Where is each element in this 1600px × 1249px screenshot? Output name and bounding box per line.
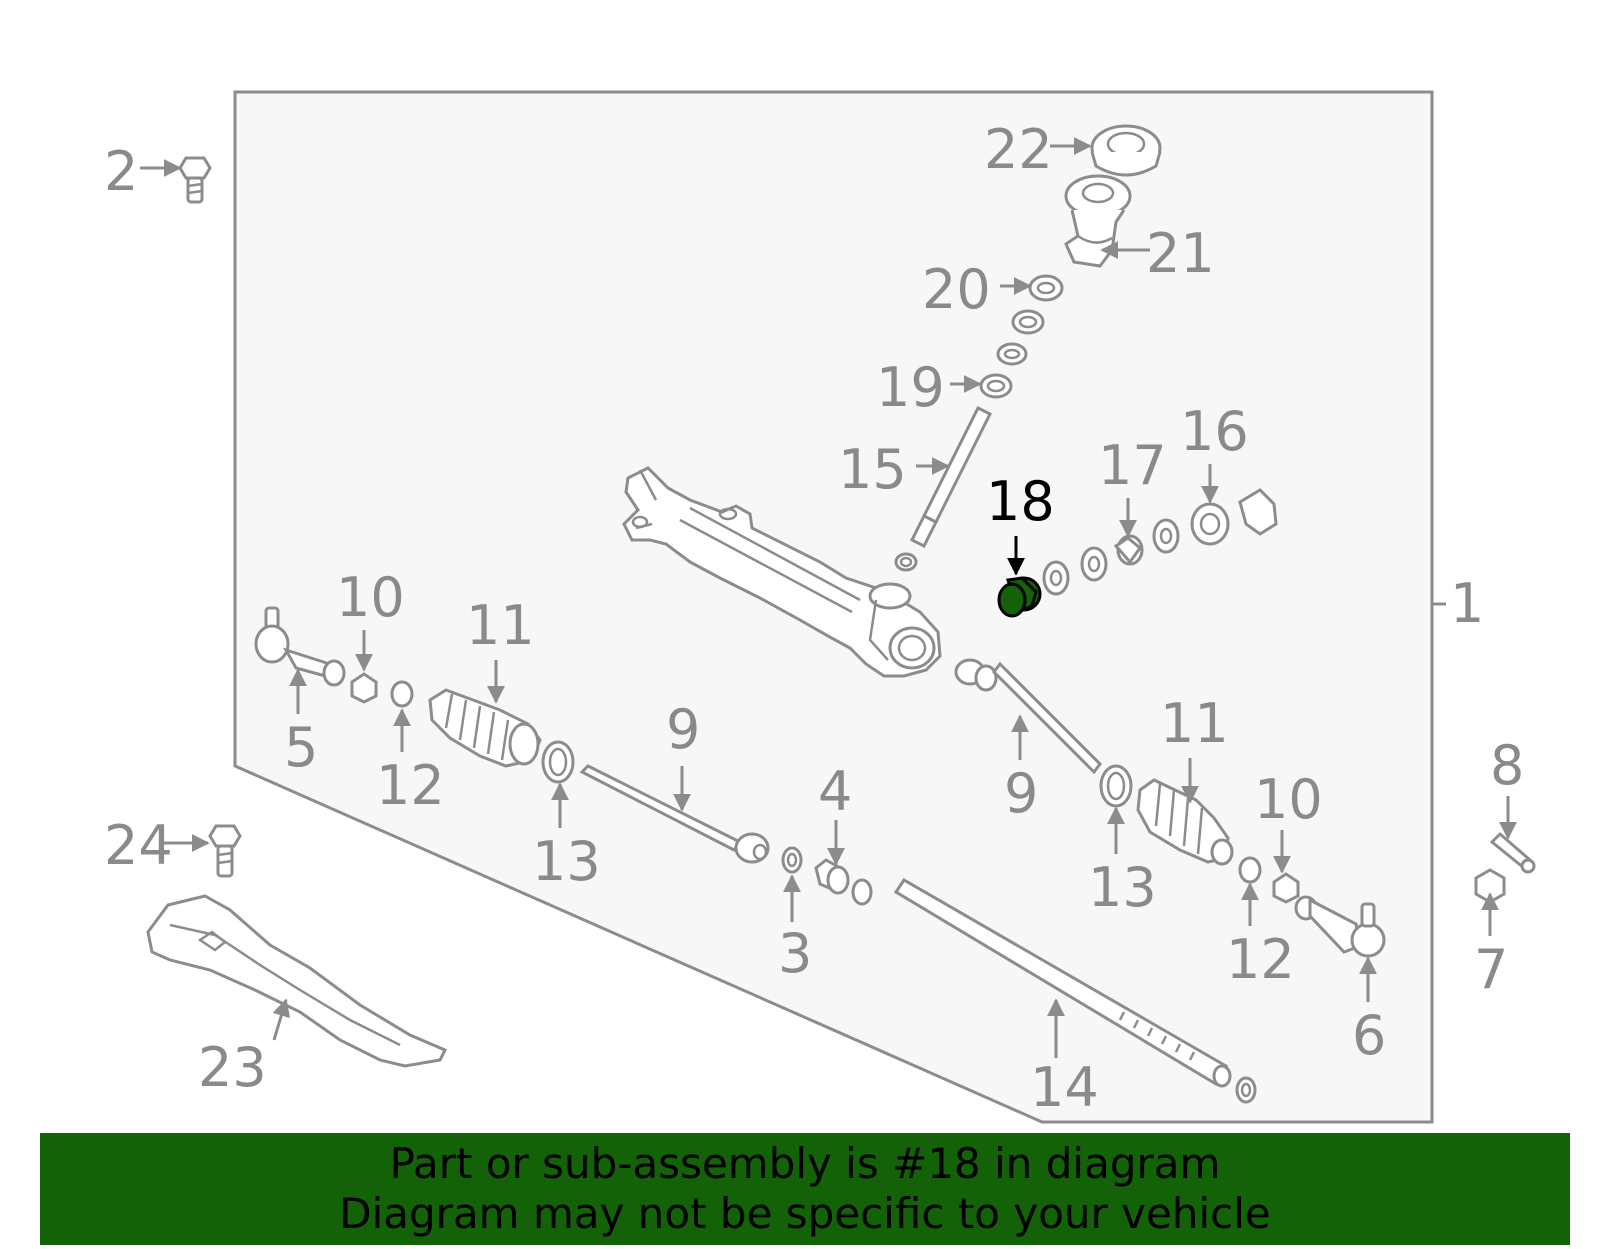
part-5-tie-rod-end[interactable]	[254, 606, 346, 687]
callout-14: 14	[1030, 1056, 1099, 1119]
part-13-clamp-right[interactable]	[1099, 764, 1133, 808]
part-14-rack-bar[interactable]	[893, 877, 1257, 1104]
callout-22: 22	[984, 118, 1053, 181]
part-washers	[1042, 518, 1180, 596]
callout-10a: 10	[336, 566, 405, 629]
part-19-bearing[interactable]	[979, 373, 1013, 399]
callout-20: 20	[922, 258, 991, 321]
banner-line-2: Diagram may not be specific to your vehi…	[339, 1189, 1271, 1238]
callout-23: 23	[198, 1036, 267, 1099]
callout-15: 15	[838, 438, 907, 501]
part-rack-housing	[622, 466, 942, 678]
callout-7: 7	[1474, 938, 1508, 1001]
part-13-clamp-left[interactable]	[541, 740, 575, 784]
part-18-highlighted[interactable]	[997, 576, 1042, 618]
callout-1: 1	[1450, 572, 1484, 635]
callout-11a: 11	[466, 594, 535, 657]
part-12-ring-right[interactable]	[1238, 856, 1262, 884]
callout-18-highlighted: 18	[986, 470, 1055, 533]
callout-6: 6	[1352, 1004, 1386, 1067]
callout-8: 8	[1490, 734, 1524, 797]
callout-9a: 9	[666, 698, 700, 761]
part-6-tie-rod-end[interactable]	[1294, 895, 1386, 958]
part-4-bushing[interactable]	[814, 858, 873, 906]
leader-arrows	[140, 137, 1517, 1058]
part-17-bushing[interactable]	[1113, 534, 1144, 566]
callout-2: 2	[104, 140, 138, 203]
part-3-washer[interactable]	[781, 846, 803, 874]
part-2-bolt[interactable]	[178, 156, 212, 204]
callout-9b: 9	[1004, 762, 1038, 825]
callout-19: 19	[876, 356, 945, 419]
part-23-shield[interactable]	[146, 894, 448, 1068]
callout-4: 4	[818, 760, 852, 823]
callout-13a: 13	[532, 830, 601, 893]
callout-12b: 12	[1226, 928, 1295, 991]
info-banner: Part or sub-assembly is #18 in diagram D…	[40, 1133, 1570, 1245]
part-22-cap[interactable]	[1090, 124, 1162, 177]
callout-21: 21	[1146, 222, 1215, 285]
part-24-bolt[interactable]	[208, 824, 242, 878]
callout-16: 16	[1180, 400, 1249, 463]
part-10-nut-right[interactable]	[1272, 872, 1300, 904]
callout-3: 3	[778, 922, 812, 985]
callout-10b: 10	[1254, 768, 1323, 831]
callout-11b: 11	[1160, 692, 1229, 755]
part-spacer-ring	[996, 309, 1045, 366]
callout-17: 17	[1098, 434, 1167, 497]
callout-5: 5	[284, 716, 318, 779]
part-12-ring-left[interactable]	[390, 680, 414, 708]
part-11-boot-left[interactable]	[428, 688, 542, 768]
part-16-yoke[interactable]	[1190, 502, 1230, 546]
callout-13b: 13	[1088, 856, 1157, 919]
part-21-housing[interactable]	[1064, 174, 1132, 268]
part-8-cotter-pin[interactable]	[1489, 831, 1536, 874]
part-20-seal[interactable]	[1028, 274, 1064, 302]
part-yoke-nut	[1238, 488, 1278, 536]
part-15-shaft[interactable]	[894, 405, 993, 572]
callout-12a: 12	[376, 754, 445, 817]
banner-line-1: Part or sub-assembly is #18 in diagram	[389, 1139, 1221, 1188]
callout-24: 24	[104, 814, 173, 877]
part-9-inner-rod-left[interactable]	[579, 764, 770, 864]
part-9-inner-rod-right[interactable]	[954, 658, 1102, 775]
part-10-nut-left[interactable]	[350, 672, 378, 704]
